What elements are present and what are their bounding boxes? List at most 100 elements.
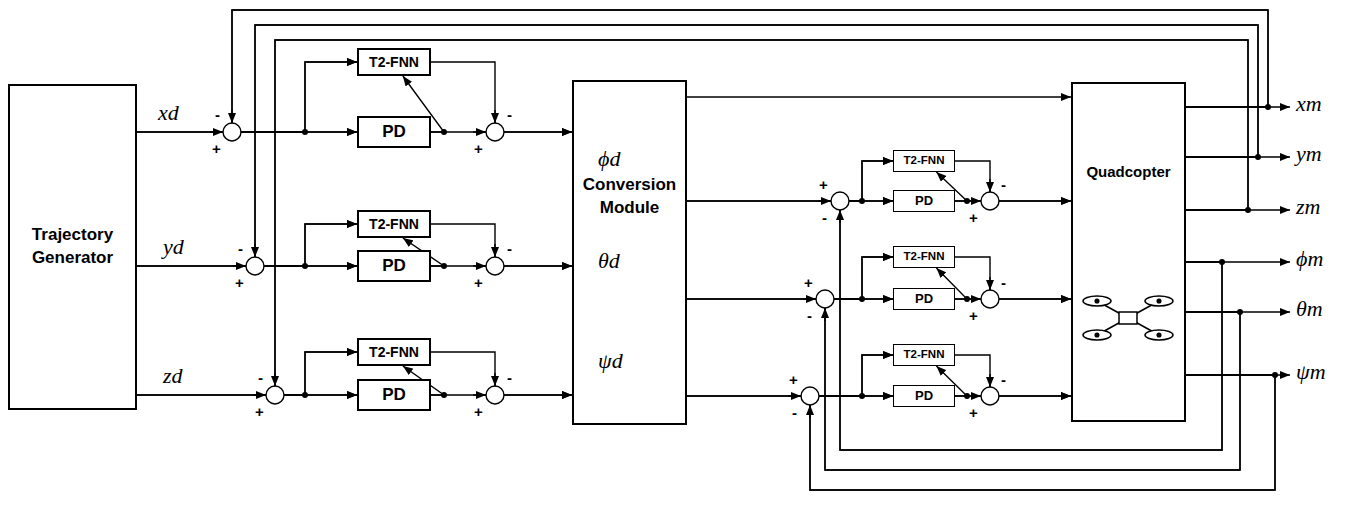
sign-label: - <box>1001 275 1006 290</box>
drone-rotor <box>1145 296 1173 306</box>
signal-label: ym <box>1296 143 1322 165</box>
sign-label: + <box>804 275 813 290</box>
junction-arrow <box>274 373 275 386</box>
drone-hub <box>1095 333 1099 337</box>
sign-label: + <box>789 372 798 387</box>
junction-arrow <box>969 298 981 299</box>
branch-dot <box>441 263 447 269</box>
signal-wire <box>137 352 357 395</box>
sign-label: - <box>507 107 512 122</box>
signal-wire <box>275 40 1248 395</box>
signal-wire <box>687 96 1071 97</box>
junction-arrow <box>989 277 990 290</box>
junction-arrow <box>969 200 981 201</box>
summing-junction <box>486 123 504 141</box>
drone-hub <box>1157 333 1161 337</box>
pd-box: PD <box>893 385 955 407</box>
box-label: Conversion Module <box>578 174 681 220</box>
junction-arrow <box>473 394 486 395</box>
box-label: PD <box>382 384 406 407</box>
sign-label: + <box>235 275 244 290</box>
output-wire <box>1186 261 1290 262</box>
junction-arrow <box>818 200 831 201</box>
signal-label: ϕm <box>1296 248 1323 270</box>
sign-label: + <box>969 405 978 420</box>
branch-dot <box>1245 207 1251 213</box>
signal-label: zd <box>163 365 183 387</box>
signal-wire <box>275 40 1248 395</box>
branch-dot <box>964 393 970 399</box>
junction-arrow <box>989 374 990 387</box>
signal-label: ψd <box>598 350 623 372</box>
box-label: PD <box>915 387 933 405</box>
drone-arm <box>1097 301 1159 335</box>
pd-box: PD <box>893 288 955 310</box>
branch-dot <box>1255 154 1261 160</box>
box-label: PD <box>915 290 933 308</box>
plant-box: Quadcopter <box>1071 82 1186 422</box>
box-label: PD <box>382 121 406 144</box>
signal-wire <box>255 25 1258 266</box>
sign-label: + <box>212 141 221 156</box>
fnn-box: T2-FNN <box>357 48 431 76</box>
junction-arrow <box>494 110 495 123</box>
junction-arrow <box>494 373 495 386</box>
branch-dot <box>441 129 447 135</box>
sign-label: + <box>819 177 828 192</box>
junction-arrow <box>969 395 981 396</box>
summing-junction <box>981 192 999 210</box>
branch-dot <box>302 263 308 269</box>
summing-junction <box>816 290 834 308</box>
signal-label: ϕd <box>598 148 620 170</box>
box-label: Trajectory Generator <box>14 224 131 270</box>
sign-label: - <box>1001 372 1006 387</box>
signal-wire <box>840 201 1222 450</box>
box-label: T2-FNN <box>904 153 945 169</box>
branch-dot <box>1265 104 1271 110</box>
signal-label: zm <box>1296 196 1320 218</box>
signal-wire <box>137 62 357 132</box>
signal-wire <box>955 257 1071 299</box>
box-label: T2-FNN <box>369 343 419 362</box>
summing-junction <box>486 386 504 404</box>
sign-label: + <box>969 308 978 323</box>
drone-hub <box>1157 299 1161 303</box>
fnn-box: T2-FNN <box>893 246 955 268</box>
sign-label: + <box>474 141 483 156</box>
fnn-box: T2-FNN <box>357 338 431 366</box>
branch-dot <box>1219 259 1225 265</box>
summing-junction <box>831 192 849 210</box>
drone-rotor <box>1083 330 1111 340</box>
drone-hub <box>1095 299 1099 303</box>
sign-label: - <box>507 241 512 256</box>
junction-arrow <box>254 244 255 257</box>
drone-rotor <box>1083 296 1111 306</box>
branch-dot <box>964 198 970 204</box>
junction-arrow <box>231 110 232 123</box>
summing-junction <box>246 257 264 275</box>
junction-arrow <box>233 265 246 266</box>
branch-dot <box>859 393 865 399</box>
junction-arrow <box>989 179 990 192</box>
signal-label: θm <box>1296 298 1323 320</box>
junction-arrow <box>473 265 486 266</box>
output-wire <box>1186 106 1290 107</box>
junction-arrow <box>788 395 801 396</box>
junction-arrow <box>839 210 840 223</box>
box-label: T2-FNN <box>369 215 419 234</box>
drone-body <box>1119 312 1137 324</box>
sign-label: - <box>238 241 243 256</box>
pd-box: PD <box>893 190 955 212</box>
signal-wire <box>137 224 357 266</box>
summing-junction <box>486 257 504 275</box>
signal-wire <box>955 355 1071 396</box>
signal-wire <box>810 375 1275 490</box>
junction-arrow <box>809 405 810 418</box>
pd-box: PD <box>357 116 431 148</box>
quadcopter-icon <box>1083 296 1173 340</box>
box-label: PD <box>915 192 933 210</box>
signal-wire <box>232 10 1268 132</box>
sign-label: - <box>822 210 827 225</box>
box-label: Quadcopter <box>1086 162 1170 182</box>
sign-label: - <box>807 308 812 323</box>
